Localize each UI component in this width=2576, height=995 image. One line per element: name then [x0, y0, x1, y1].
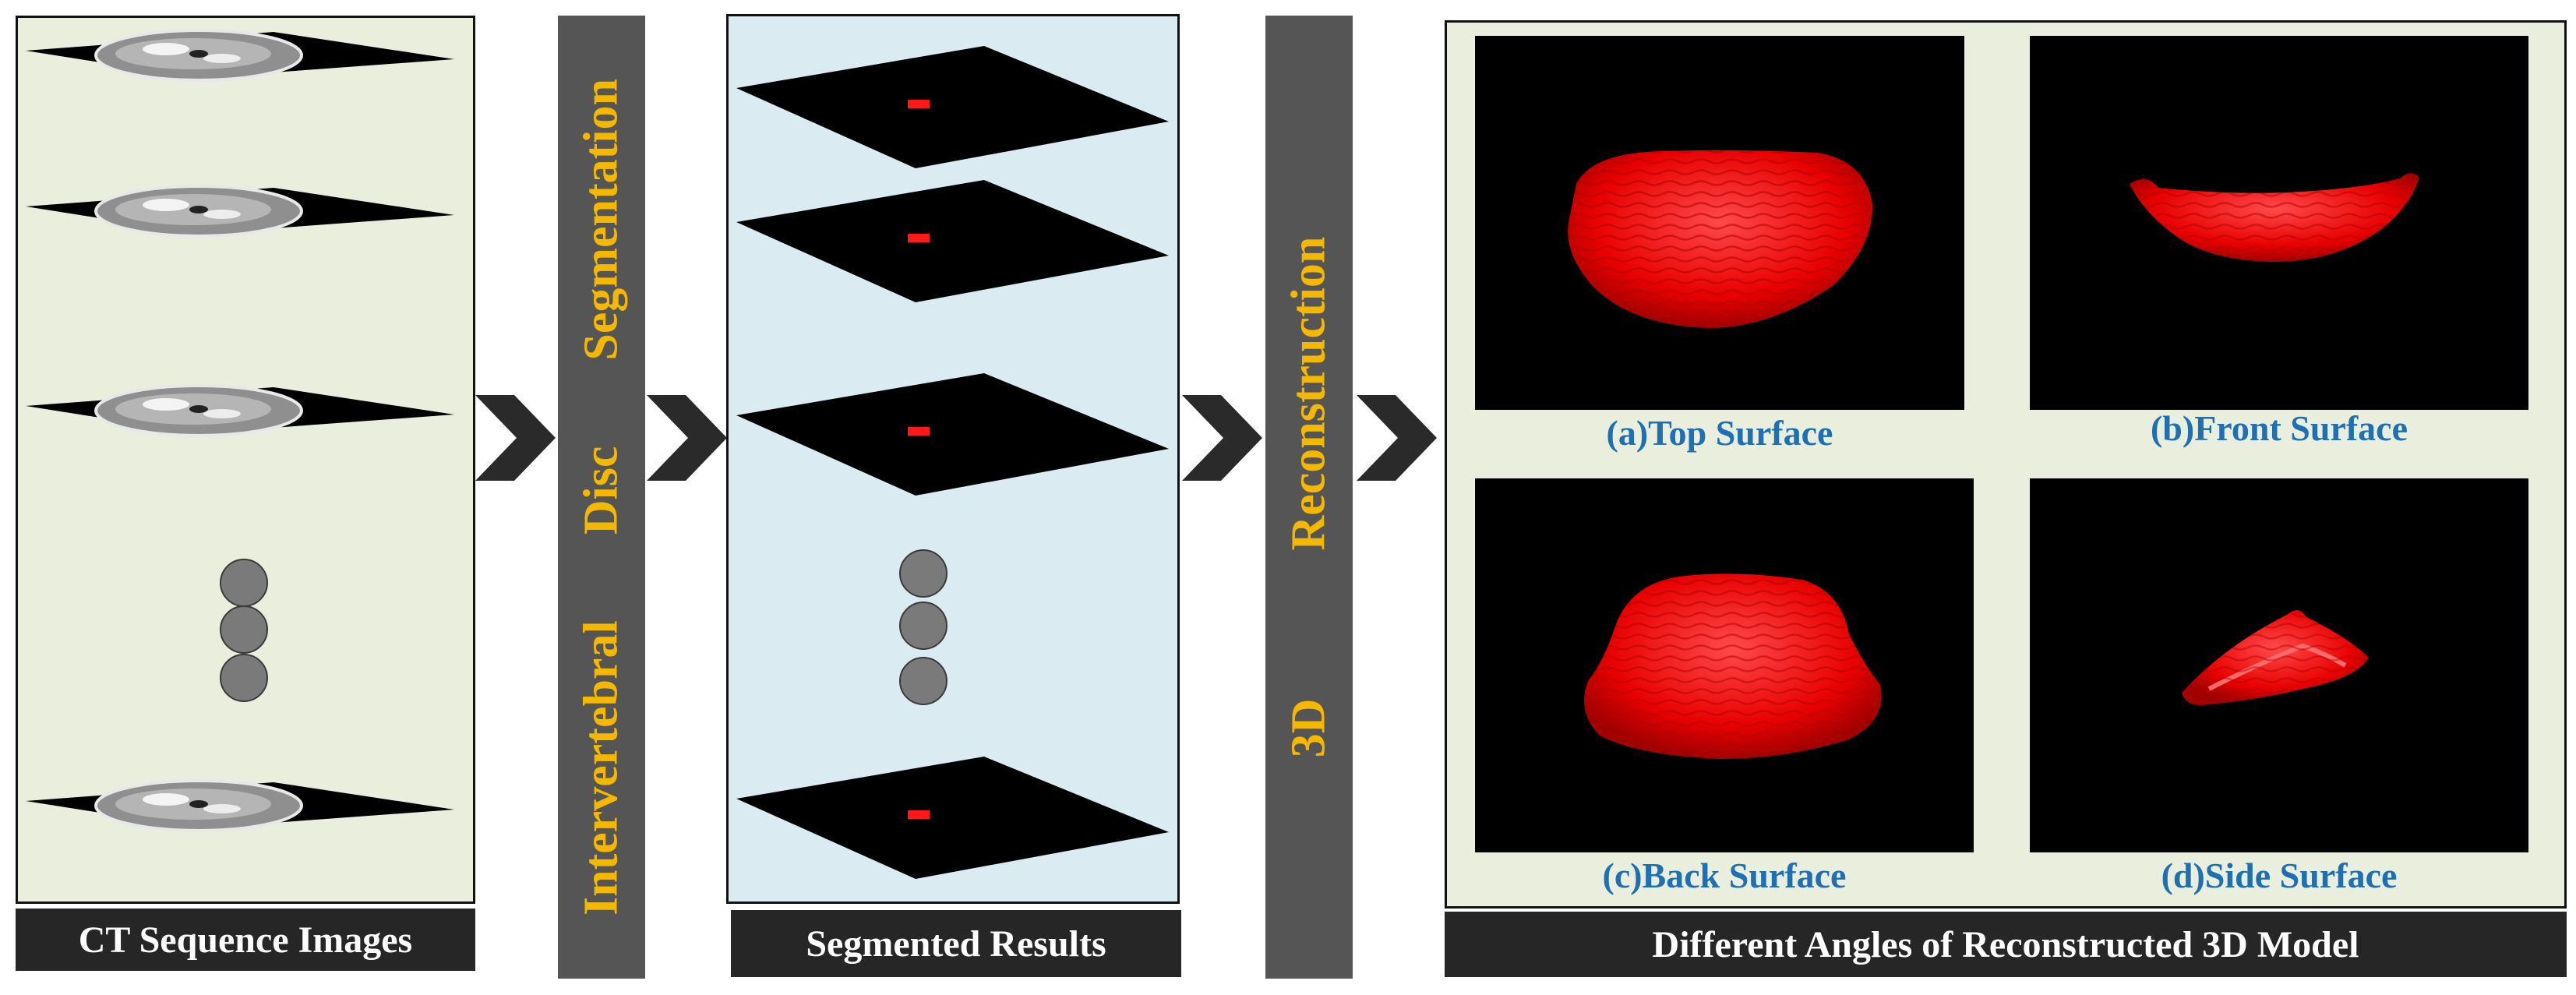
chevron-right-icon — [647, 395, 727, 481]
segmentation-step-text: Intervertebral Disc Segmentation — [574, 79, 630, 916]
front-surface-view — [2030, 36, 2528, 410]
disc-model-back — [1584, 573, 1882, 759]
segmented-slice-stack — [736, 46, 1169, 879]
segmentation-word: Intervertebral — [574, 620, 628, 916]
vertical-dots-icon — [220, 559, 268, 702]
side-surface-view — [2030, 478, 2528, 852]
ct-slice — [26, 185, 454, 238]
ct-sequence-label: CT Sequence Images — [16, 909, 475, 971]
reconstruction-word: 3D — [1282, 698, 1336, 758]
segmented-slice — [736, 373, 1169, 496]
segmented-slice — [736, 757, 1169, 879]
chevron-right-icon — [475, 395, 556, 481]
segmentation-word: Segmentation — [574, 78, 628, 361]
ct-slice — [26, 384, 454, 437]
ct-slice — [26, 779, 454, 832]
ct-slice-stack — [26, 29, 454, 832]
segmented-slice — [736, 46, 1169, 168]
disc-mask — [908, 427, 930, 436]
segmented-results-label: Segmented Results — [731, 910, 1181, 977]
disc-mask — [908, 234, 930, 242]
top-surface-caption: (a)Top Surface — [1606, 413, 1833, 453]
top-surface-view — [1475, 36, 1964, 410]
reconstructed-model-label: Different Angles of Reconstructed 3D Mod… — [1445, 912, 2567, 977]
disc-mask — [908, 100, 930, 108]
vertical-dots-icon — [899, 549, 947, 705]
chevron-right-icon — [1357, 395, 1437, 481]
chevron-right-icon — [1182, 395, 1262, 481]
disc-model-side — [2182, 610, 2369, 705]
ct-slice — [26, 29, 454, 82]
disc-mask — [908, 810, 930, 819]
disc-model-front — [2130, 173, 2419, 262]
reconstruction-step-bar: 3D Reconstruction — [1265, 16, 1353, 979]
reconstructed-model-panel: (a)Top Surface (b)Front Surface (c)Back … — [1445, 20, 2567, 909]
segmentation-step-bar: Intervertebral Disc Segmentation — [558, 16, 645, 979]
reconstruction-word: Reconstruction — [1282, 236, 1336, 551]
back-surface-caption: (c)Back Surface — [1602, 856, 1847, 895]
reconstruction-step-text: 3D Reconstruction — [1282, 237, 1337, 758]
side-surface-caption: (d)Side Surface — [2161, 856, 2398, 895]
segmented-results-panel — [726, 14, 1180, 904]
segmented-slice — [736, 180, 1169, 302]
front-surface-caption: (b)Front Surface — [2150, 408, 2408, 448]
ct-sequence-panel — [16, 16, 475, 904]
back-surface-view — [1475, 478, 1974, 852]
segmentation-word: Disc — [574, 446, 628, 535]
disc-model-top — [1568, 150, 1873, 328]
